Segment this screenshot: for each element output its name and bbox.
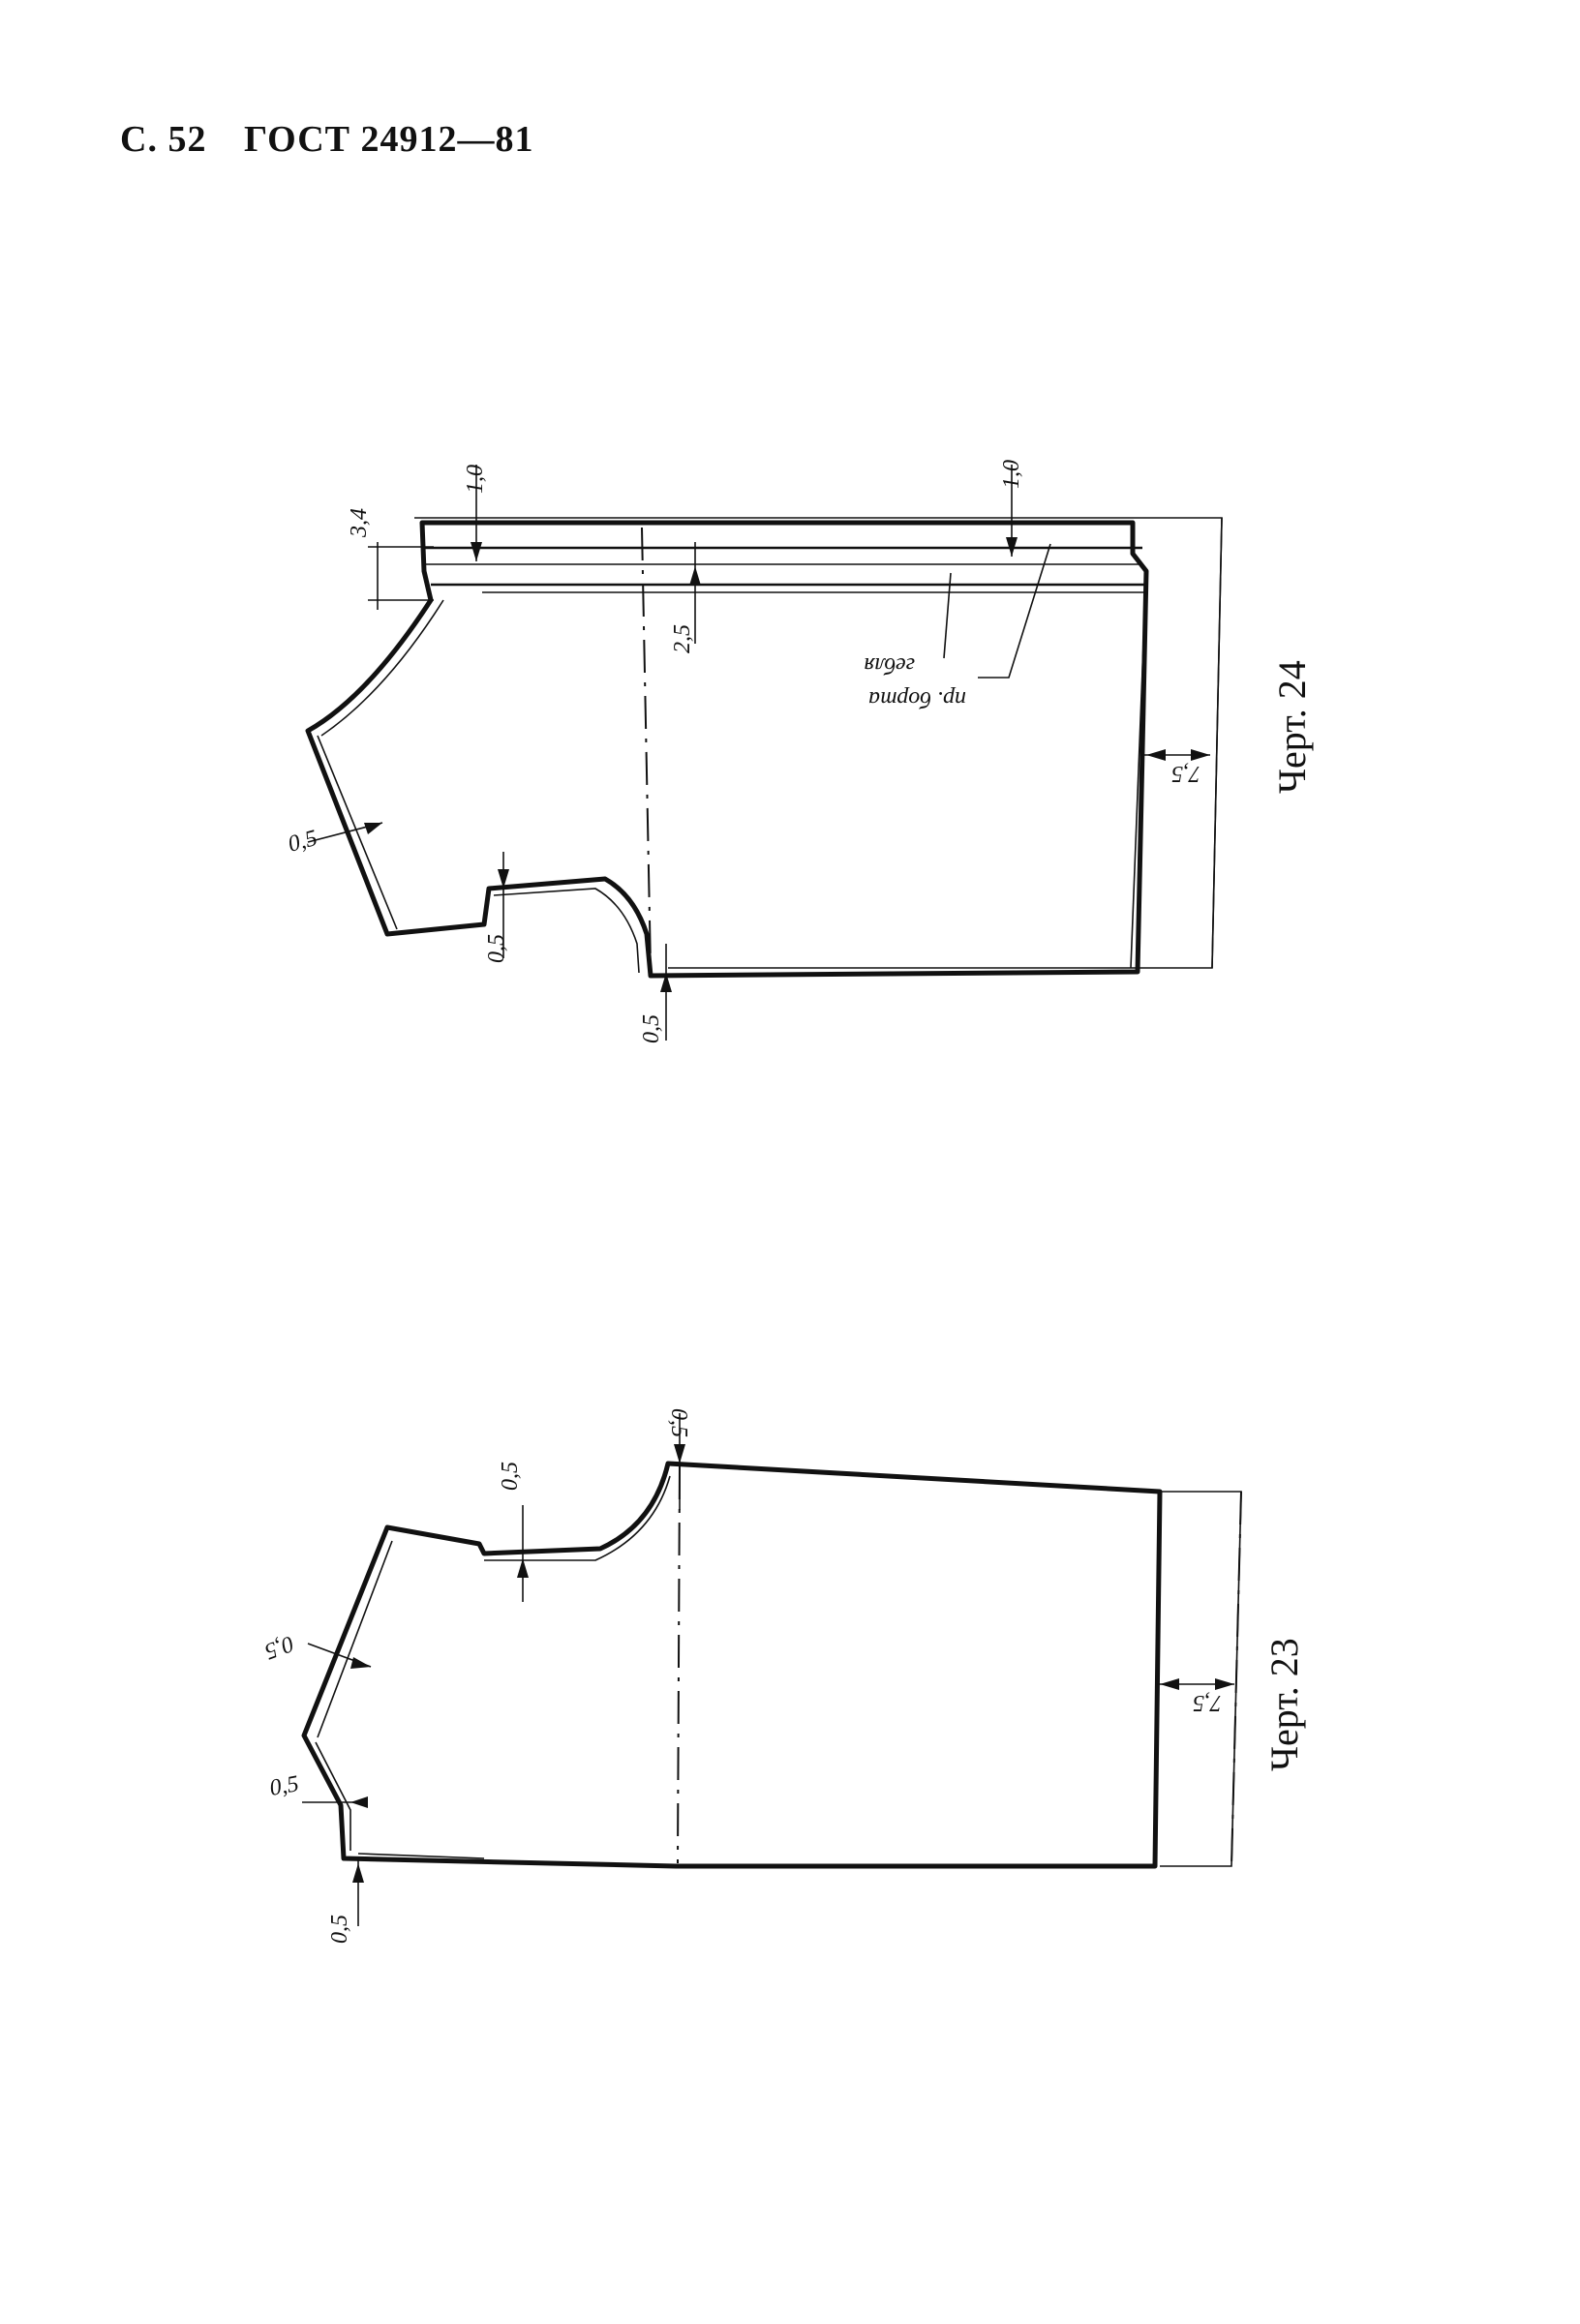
- dim-text-1-0-a: 1,0: [463, 465, 488, 494]
- center-line-23: [677, 1465, 681, 1864]
- caption-23: Черт. 23: [1262, 1638, 1306, 1771]
- pattern-outline-23: [301, 1461, 1163, 1869]
- allowance-dash-right-23: [1231, 1491, 1242, 1867]
- page-number: С. 52: [120, 119, 207, 160]
- dim-text-0-5-neck-23: 0,5: [268, 1771, 301, 1801]
- leader-gebel: [943, 572, 952, 659]
- arrow-0-5-bottom: [660, 973, 672, 992]
- arrow-0-5-arm-23: [517, 1558, 529, 1578]
- page-header: С. 52 ГОСТ 24912—81: [120, 118, 562, 161]
- arrow-1-0-b: [1006, 537, 1018, 557]
- dim-text-2-5: 2,5: [670, 624, 695, 653]
- arrow-0-5-neck-23: [350, 1796, 368, 1808]
- dim-text-0-5-arm: 0,5: [484, 934, 509, 963]
- dim-text-0-5-arm-23: 0,5: [498, 1462, 523, 1491]
- armhole-inner-23: [484, 1475, 671, 1561]
- arrow-1-0-a: [471, 542, 482, 561]
- leader-podborta: [978, 543, 1051, 679]
- dim-text-0-5-sleeve: 0,5: [286, 826, 320, 858]
- dim-text-7-5: 7,5: [1171, 761, 1200, 786]
- armhole-inner-24: [493, 888, 640, 974]
- arrow-0-5-arm: [498, 869, 509, 889]
- caption-24: Черт. 24: [1270, 660, 1314, 794]
- arrow-0-5-bottom-23: [352, 1863, 364, 1883]
- shoulder-inner-24: [317, 735, 398, 930]
- pattern-outline-24: [305, 520, 1149, 979]
- dim-text-0-5-bottom-23: 0,5: [327, 1915, 352, 1944]
- arrow-7-5-b: [1191, 749, 1210, 761]
- drawing-24: 1,0 1,0 3,4 2,5 7,5 0,5 0,5 0,5 гебля пр…: [286, 460, 1314, 1043]
- dim-text-3-4: 3,4: [347, 508, 372, 538]
- arrow-0-5-shoulder-23: [350, 1657, 371, 1669]
- center-line-24: [641, 527, 652, 969]
- arrow-0-5-sleeve: [364, 823, 382, 834]
- arrow-7-5-b-23: [1215, 1678, 1234, 1690]
- dim-text-7-5-23: 7,5: [1193, 1690, 1222, 1715]
- dim-text-0-5-bottom: 0,5: [639, 1014, 664, 1043]
- neck-inner-23: [315, 1741, 351, 1851]
- dim-text-1-0-b: 1,0: [999, 460, 1024, 489]
- arrow-2-5: [689, 566, 701, 586]
- hem-line-24: [1130, 570, 1147, 969]
- neck-inner-24: [320, 599, 444, 737]
- label-gebel: гебля: [864, 652, 915, 678]
- allowance-outline-23: [1160, 1491, 1242, 1867]
- dim-text-0-5-top-23: 0,5: [666, 1408, 691, 1437]
- arrow-7-5-a: [1146, 749, 1166, 761]
- standard-title: ГОСТ 24912—81: [243, 119, 534, 160]
- dim-text-0-5-shoulder-23: 0,5: [261, 1630, 297, 1664]
- arrow-0-5-top-23: [674, 1444, 685, 1464]
- shoulder-inner-23: [317, 1540, 393, 1738]
- drawing-23: 0,5 0,5 0,5 0,5 0,5 7,5 Черт. 23: [261, 1408, 1306, 1944]
- arrow-7-5-a-23: [1160, 1678, 1179, 1690]
- allowance-right-edge-24: [1211, 517, 1223, 969]
- bottom-inner-23: [357, 1853, 485, 1859]
- label-podborta: пр. борта: [868, 686, 966, 711]
